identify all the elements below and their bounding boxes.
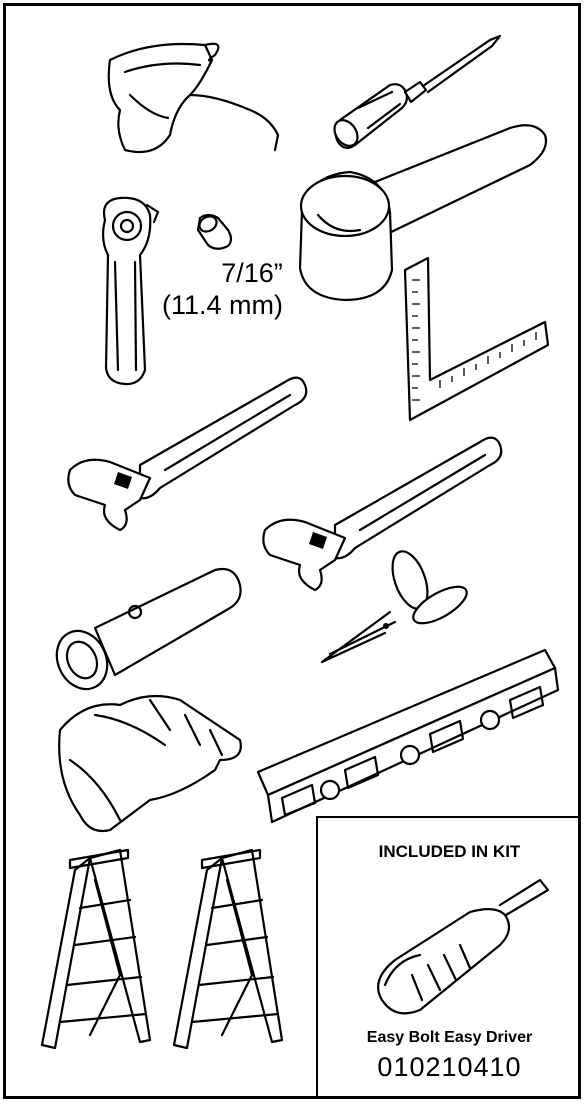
easy-driver-icon: [377, 878, 550, 1015]
kit-title: INCLUDED IN KIT: [378, 842, 521, 861]
included-in-kit-box: INCLUDED IN KIT Easy Bolt Easy Driver 01…: [316, 816, 581, 1099]
adjustable-wrench-icon: [67, 376, 308, 532]
tools-panel-frame: [3, 3, 581, 1099]
socket-icon: [196, 213, 233, 250]
socket-size-label: 7/16”: [221, 258, 283, 288]
scissors-icon: [320, 550, 468, 664]
rubber-mallet-icon: [298, 124, 548, 302]
step-ladder-icon: [172, 848, 284, 1050]
step-ladder-icon: [40, 848, 152, 1050]
ratchet-icon: [101, 196, 160, 386]
kit-product-code: 010210410: [377, 1052, 522, 1082]
kit-product-name: Easy Bolt Easy Driver: [366, 1029, 533, 1046]
adjustable-wrench-icon: [262, 436, 503, 592]
screwdriver-icon: [333, 34, 502, 149]
work-gloves-icon: [58, 694, 242, 833]
socket-size-metric-label: (11.4 mm): [161, 290, 283, 320]
level-icon: [256, 648, 560, 824]
framing-square-icon: [403, 256, 550, 422]
flashlight-icon: [55, 567, 242, 691]
safety-glasses-icon: [107, 42, 280, 154]
